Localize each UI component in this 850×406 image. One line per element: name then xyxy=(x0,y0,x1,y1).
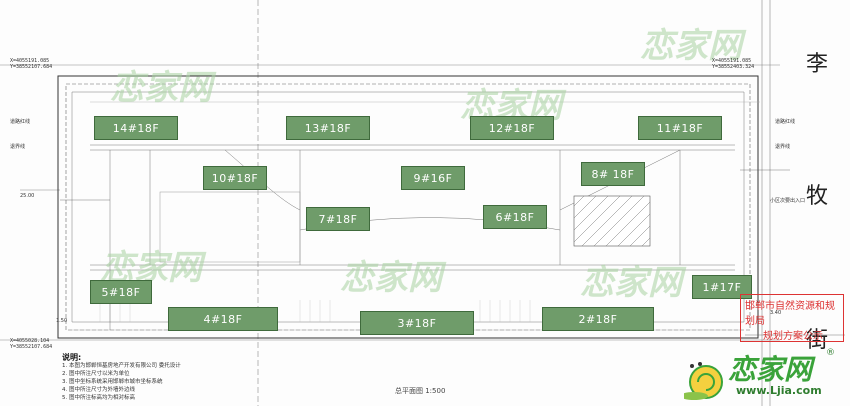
building-9: 9#16F xyxy=(401,166,465,190)
note-item: 3. 图中坐标系统采用邯郸市城市坐标系统 xyxy=(62,379,163,385)
notes-title: 说明: xyxy=(62,353,82,362)
coordinate-bottom-left: X=4055028.104 Y=38552107.684 xyxy=(10,338,53,350)
building-6: 6#18F xyxy=(483,205,547,229)
street-name-char: 街 xyxy=(806,328,829,353)
building-14: 14#18F xyxy=(94,116,178,140)
building-11: 11#18F xyxy=(638,116,722,140)
notice-line-2: 规划方案公示 xyxy=(763,331,823,342)
building-13: 13#18F xyxy=(286,116,370,140)
road-red-line-label: 道路红线 xyxy=(10,119,31,125)
building-12: 12#18F xyxy=(470,116,554,140)
watermark: 恋家网 xyxy=(110,68,212,108)
coordinate-top-right: X=4055191.085 Y=38552403.324 xyxy=(712,58,755,70)
watermark: 恋家网 xyxy=(640,26,742,66)
building-8: 8# 18F xyxy=(581,162,645,186)
brand-logo-text: 恋家网 xyxy=(728,353,813,386)
dimension-label: 1.50 xyxy=(56,318,68,324)
plan-title: 总平面图 1:500 xyxy=(395,387,446,395)
notice-line-1: 邯郸市自然资源和规划局 xyxy=(745,301,835,327)
setback-label: 退界线 xyxy=(775,144,791,150)
public-notice-stamp: 邯郸市自然资源和规划局 规划方案公示 xyxy=(740,294,844,342)
secondary-entrance-label: 小区次要出入口 xyxy=(770,198,806,204)
building-1: 1#17F xyxy=(692,275,752,299)
registered-mark: ® xyxy=(826,348,835,358)
road-red-line-label: 道路红线 xyxy=(775,119,796,125)
watermark: 恋家网 xyxy=(340,258,442,298)
note-item: 2. 图中所注尺寸以米为单位 xyxy=(62,371,130,377)
snail-logo-icon xyxy=(684,362,723,400)
building-7: 7#18F xyxy=(306,207,370,231)
coordinate-top-left: X=4055191.085 Y=38552107.684 xyxy=(10,58,53,70)
note-item: 5. 图中所注标高均为相对标高 xyxy=(62,395,135,401)
note-item: 1. 本图为邯郸恒基房地产开发有限公司 委托设计 xyxy=(62,363,181,369)
dimension-label: 3.40 xyxy=(770,310,782,316)
building-3: 3#18F xyxy=(360,311,474,335)
street-name-char: 牧 xyxy=(806,184,829,209)
building-10: 10#18F xyxy=(203,166,267,190)
brand-url: www.Ljia.com xyxy=(736,384,822,397)
building-4: 4#18F xyxy=(168,307,278,331)
dimension-label: 25.00 xyxy=(20,193,35,199)
notes-list: 1. 本图为邯郸恒基房地产开发有限公司 委托设计 2. 图中所注尺寸以米为单位 … xyxy=(62,362,181,402)
watermark: 恋家网 xyxy=(580,263,682,303)
note-item: 4. 图中所注尺寸为外墙外边线 xyxy=(62,387,135,393)
building-5: 5#18F xyxy=(90,280,152,304)
building-2: 2#18F xyxy=(542,307,654,331)
street-name-char: 李 xyxy=(806,52,829,77)
setback-label: 退界线 xyxy=(10,144,26,150)
